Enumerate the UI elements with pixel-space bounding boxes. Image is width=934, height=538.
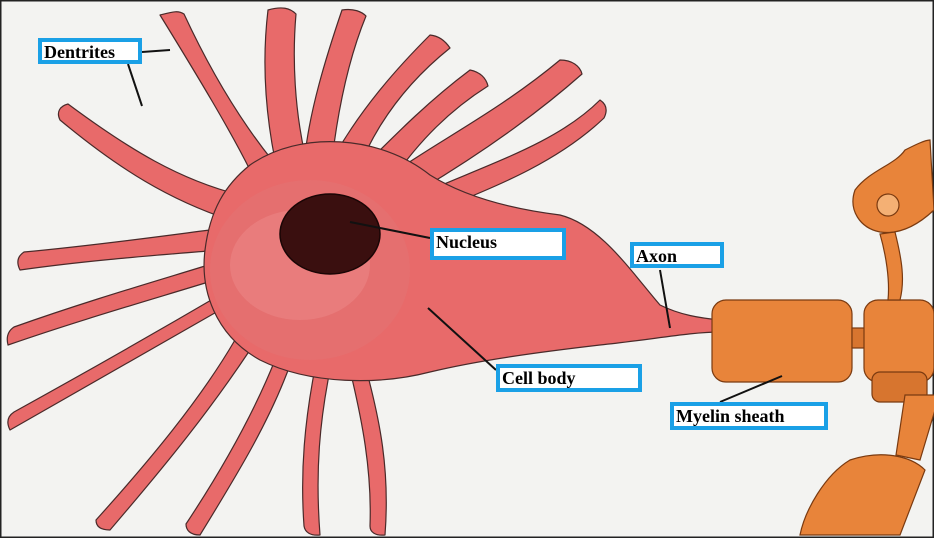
label-cell-body: Cell body <box>496 364 642 392</box>
myelin-segment <box>864 300 934 382</box>
label-myelin-sheath: Myelin sheath <box>670 402 828 430</box>
label-dentrites: Dentrites <box>38 38 142 64</box>
label-nucleus-text: Nucleus <box>436 232 560 251</box>
nucleus-shape <box>280 194 380 274</box>
label-axon-text: Axon <box>636 246 718 265</box>
adjacent-neuron-nucleus <box>877 194 899 216</box>
label-axon: Axon <box>630 242 724 268</box>
label-dentrites-text: Dentrites <box>44 42 136 61</box>
myelin-segment <box>712 300 852 382</box>
label-nucleus: Nucleus <box>430 228 566 260</box>
label-cell-body-text: Cell body <box>502 368 636 387</box>
label-myelin-sheath-text: Myelin sheath <box>676 406 822 425</box>
